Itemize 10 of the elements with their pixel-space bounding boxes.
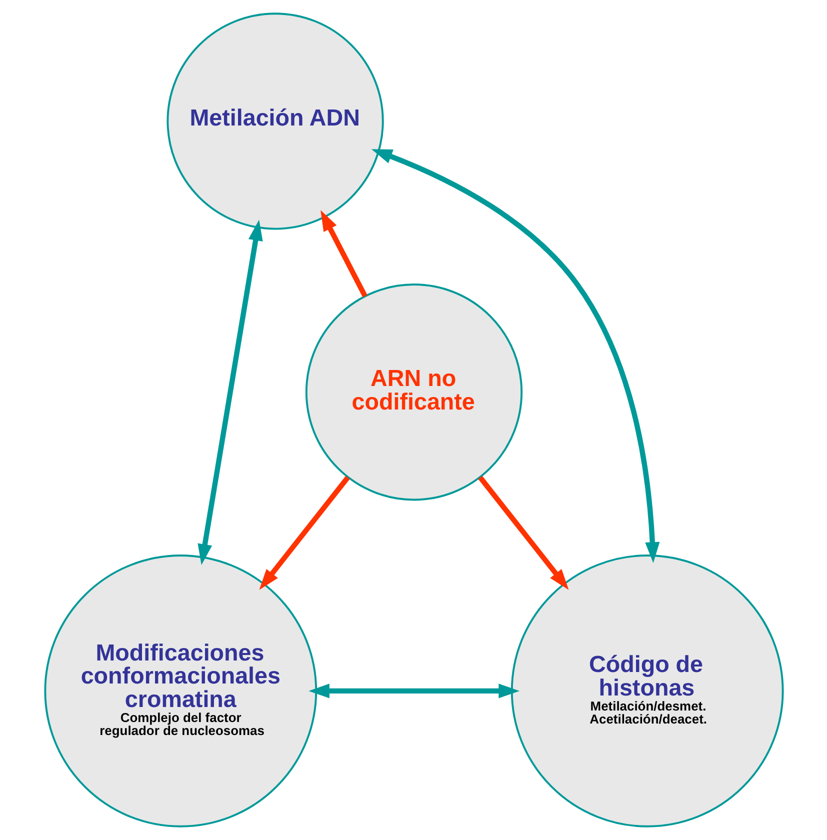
arrow [478,476,568,590]
node-circle: Metilación ADN [166,12,384,230]
arrow [370,149,660,563]
arrow [258,476,350,590]
node-circle: Código de histonas Metilación/desmet. Acetilación/deacet. [510,554,784,828]
node-circle: ARN no codificante [304,284,522,501]
arrow [320,210,367,298]
node-circle: Modificaciones conformacionales cromatina Complejo del factor regulador de nucleosomas [44,554,317,828]
arrow [197,220,262,565]
arrow [308,684,519,698]
